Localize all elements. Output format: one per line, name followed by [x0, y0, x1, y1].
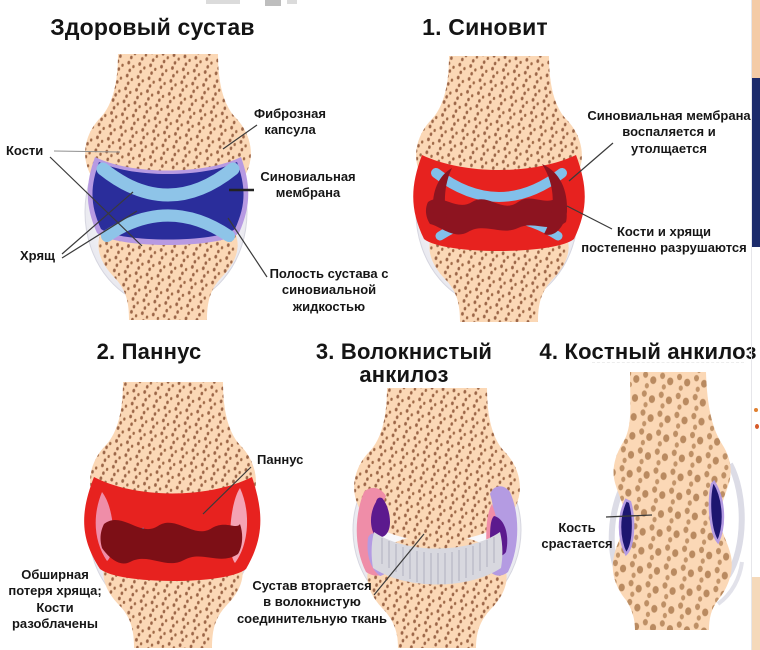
upper-bone-texture: [354, 388, 520, 541]
healthy-joint-illustration: [84, 54, 251, 320]
cavity-pointer-line: [227, 217, 268, 278]
bones-destroyed-label: Кости и хрящи постепенно разрушаются: [581, 224, 747, 256]
dark-purple-left: [370, 497, 390, 538]
destroyed-bones-pointer-line: [566, 205, 613, 230]
pannus-tissue-left: [432, 168, 452, 229]
cartilage-loss-label: Обширная потеря хряща; Кости разоблачены: [8, 567, 102, 631]
capsule-pointer-line: [222, 124, 258, 150]
lower-cartilage: [101, 209, 235, 242]
fibrous-tissue-pointer-line: [373, 533, 425, 596]
capsule-remnant-lower: [716, 561, 744, 606]
fibrous-capsule-label: Фиброзная капсула: [254, 106, 326, 138]
cavity-remnant-right: [708, 480, 725, 545]
healthy-joint-title: Здоровый сустав: [50, 14, 255, 40]
upper-cartilage: [96, 162, 240, 202]
edge-strip-navy: [752, 78, 760, 247]
synovitis-joint-illustration: [413, 56, 585, 322]
capsule-remnant-right: [725, 462, 745, 578]
pannus-title: 2. Паннус: [96, 339, 202, 364]
fibrous-ankylosis-joint-illustration: [352, 388, 522, 648]
membrane-inflamed-label: Синовиальная мембрана воспаляется и утол…: [587, 108, 751, 156]
fibrous-tissue-label: Сустав вторгается в волокнистую соединит…: [236, 578, 388, 626]
cartilage-pointer-line-1: [61, 191, 134, 255]
pannus-pointer-line: [202, 466, 252, 515]
bones-pointer-line: [53, 150, 121, 153]
crop-mark-2: [265, 0, 281, 6]
cartilage-label: Хрящ: [20, 248, 55, 263]
bone-fuses-pointer-line: [605, 514, 653, 518]
edge-separator-line: [751, 0, 752, 650]
bony-ankylosis-joint-illustration: [608, 372, 745, 630]
fibrous-ankylosis-title: 3. Волокнистый анкилоз: [315, 339, 493, 388]
bony-ankylosis-title: 4. Костный анкилоз: [539, 339, 757, 364]
bone-fuses-label: Кость срастается: [541, 520, 613, 552]
synovial-membrane-label: Синовиальная мембрана: [260, 169, 356, 201]
pannus-tissue-shape: [100, 519, 243, 564]
fused-bone-texture: [612, 372, 732, 630]
edge-strip-top: [752, 0, 760, 78]
edge-speck-1: [754, 408, 758, 412]
crop-mark-4: [592, 362, 744, 363]
synovitis-title: 1. Синовит: [422, 14, 548, 40]
crop-mark-3: [287, 0, 297, 4]
pannus-tissue-shape: [425, 196, 567, 235]
inflamed-membrane-pointer-line: [568, 142, 614, 182]
crop-mark-1: [206, 0, 240, 4]
edge-strip-bottom: [752, 577, 760, 650]
bones-pointer-line-2: [49, 156, 143, 247]
bones-label: Кости: [6, 143, 44, 158]
pannus-joint-illustration: [84, 382, 261, 648]
edge-speck-2: [755, 424, 759, 429]
upper-cartilage: [431, 168, 567, 202]
pannus-label: Паннус: [257, 452, 304, 467]
pannus-tissue-right: [542, 164, 568, 235]
joint-cavity-label: Полость сустава с синовиальной жидкостью: [269, 266, 389, 314]
cartilage-pointer-line-2: [61, 210, 138, 259]
fibrous-band-striations: [381, 537, 495, 585]
fibrous-band: [371, 532, 503, 585]
